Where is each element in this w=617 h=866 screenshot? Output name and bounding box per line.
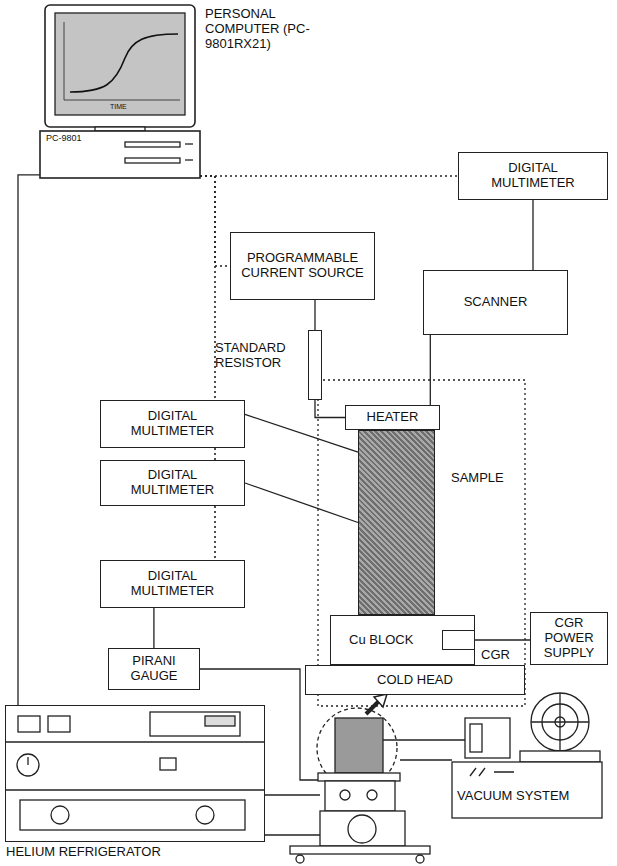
data-bus-line [200, 175, 458, 177]
cu-block: Cu BLOCK CGR [330, 615, 475, 665]
axis-label: TIME [110, 103, 127, 111]
box-label: SCANNER [458, 295, 534, 310]
wire [430, 335, 432, 405]
box-label: Cu BLOCK [343, 633, 419, 648]
data-bus-line [214, 506, 216, 560]
box-label: DIGITAL MULTIMETER [101, 468, 244, 498]
box-label: CGR POWER SUPPLY [531, 616, 607, 661]
refrigerator: HELIUM REFRIGERATOR [5, 705, 265, 842]
current-source-box: PROGRAMMABLE CURRENT SOURCE [230, 232, 375, 300]
gauge-box: PIRANI GAUGE [108, 648, 200, 690]
wire [153, 608, 154, 648]
wire [475, 639, 530, 641]
box-label: PROGRAMMABLE CURRENT SOURCE [231, 251, 374, 281]
box-label: DIGITAL MULTIMETER [459, 161, 607, 191]
heater-box: HEATER [345, 405, 440, 430]
wire [245, 414, 358, 452]
model-label: PC-9801 [46, 134, 82, 144]
box-label: HEATER [361, 410, 425, 425]
multimeter-box: DIGITAL MULTIMETER [100, 400, 245, 448]
multimeter-box: DIGITAL MULTIMETER [458, 152, 608, 200]
wire [18, 175, 40, 705]
sample-label: SAMPLE [451, 471, 504, 486]
cgr-sensor: CGR [442, 630, 475, 650]
vacuum-system: VACUUM SYSTEM [445, 690, 612, 818]
wire [315, 400, 345, 418]
sensor-label: CGR [481, 648, 510, 663]
resistor-label: STANDARD RESISTOR [215, 341, 299, 371]
cold-head-box: COLD HEAD [305, 665, 525, 695]
box-label: DIGITAL MULTIMETER [101, 409, 244, 439]
computer-label: PERSONAL COMPUTER (PC-9801RX21) [205, 7, 340, 52]
wire [532, 200, 533, 270]
multimeter-box: DIGITAL MULTIMETER [100, 460, 245, 506]
box-label: PIRANI GAUGE [109, 654, 199, 684]
wire [314, 300, 315, 330]
data-bus-line [200, 176, 215, 400]
sample-block: SAMPLE [358, 430, 435, 615]
wire [245, 483, 358, 523]
box-label: COLD HEAD [371, 673, 459, 688]
scanner-box: SCANNER [423, 270, 568, 335]
power-supply-box: CGR POWER SUPPLY [530, 612, 608, 665]
vacuum-label: VACUUM SYSTEM [455, 789, 571, 804]
data-bus-line [214, 448, 216, 460]
resistor-symbol: STANDARD RESISTOR [308, 330, 322, 400]
multimeter-box: DIGITAL MULTIMETER [100, 560, 245, 608]
refrigerator-label: HELIUM REFRIGERATOR [6, 845, 161, 860]
computer: PERSONAL COMPUTER (PC-9801RX21) [40, 5, 200, 180]
box-label: DIGITAL MULTIMETER [101, 569, 244, 599]
